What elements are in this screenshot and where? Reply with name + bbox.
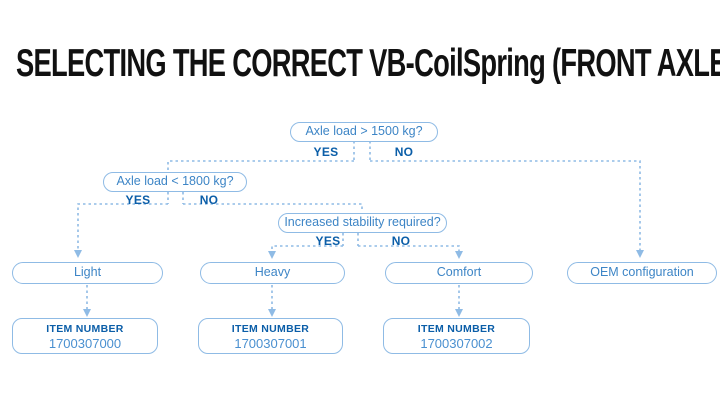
item-number-heading: ITEM NUMBER <box>417 323 496 335</box>
connector-d1-yes-to-d2 <box>167 160 354 171</box>
item-number-value: 1700307000 <box>48 336 122 351</box>
decision-increased-stability: Increased stability required? <box>278 213 447 233</box>
item-number-heading: ITEM NUMBER <box>231 323 310 335</box>
decision-1-no-label: NO <box>394 145 414 159</box>
arrow-down-icon <box>636 250 644 258</box>
item-number-box: ITEM NUMBER 1700307001 <box>198 318 343 354</box>
decision-axle-load-1800: Axle load < 1800 kg? <box>103 172 247 192</box>
connector-d3-yes-to-heavy <box>271 245 343 251</box>
item-number-box: ITEM NUMBER 1700307000 <box>12 318 158 354</box>
outcome-comfort: Comfort <box>385 262 533 284</box>
outcome-oem-configuration: OEM configuration <box>567 262 717 284</box>
connector-d1-no-to-oem <box>370 160 641 250</box>
arrow-down-icon <box>268 309 276 317</box>
item-number-heading: ITEM NUMBER <box>46 323 124 335</box>
arrow-down-icon <box>268 251 276 259</box>
outcome-heavy: Heavy <box>200 262 345 284</box>
item-number-box: ITEM NUMBER 1700307002 <box>383 318 530 354</box>
item-number-value: 1700307002 <box>420 336 493 351</box>
arrow-down-icon <box>74 250 82 258</box>
decision-3-yes-label: YES <box>315 234 341 248</box>
arrow-down-icon <box>455 309 463 317</box>
outcome-light: Light <box>12 262 163 284</box>
connector-d3-no-to-comfort <box>358 245 460 251</box>
connector-d2-yes-to-light <box>77 203 168 250</box>
decision-3-no-label: NO <box>391 234 411 248</box>
decision-2-no-label: NO <box>199 193 219 207</box>
arrow-down-icon <box>455 251 463 259</box>
decision-1-yes-label: YES <box>313 145 339 159</box>
decision-2-yes-label: YES <box>125 193 151 207</box>
page-title: SELECTING THE CORRECT VB-CoilSpring (FRO… <box>16 42 720 85</box>
item-number-value: 1700307001 <box>234 336 307 351</box>
arrow-down-icon <box>83 309 91 317</box>
decision-axle-load-1500: Axle load > 1500 kg? <box>290 122 438 142</box>
